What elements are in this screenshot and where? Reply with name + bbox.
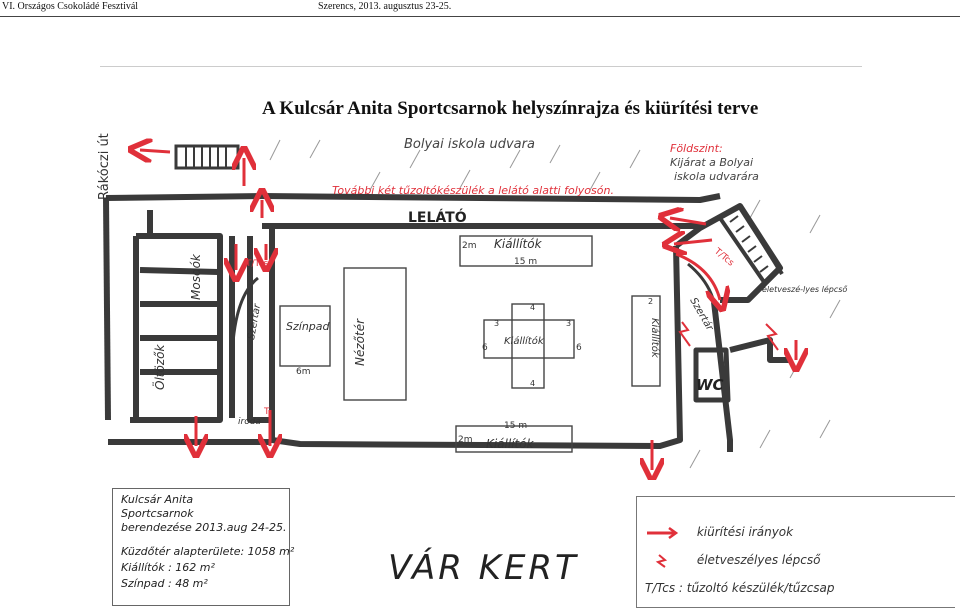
stairs-left [174, 144, 240, 170]
ground-floor-label: Földszint: [670, 142, 723, 155]
dim-bottom-15m: 15 m [504, 421, 527, 431]
num-6b: 6 [576, 343, 582, 353]
header-date: Szerencs, 2013. augusztus 23-25. [318, 1, 452, 12]
legend-text-2: életveszélyes lépcső [696, 553, 821, 567]
legend-row-3: T/Tcs : tűzoltó készülék/tűzcsap [645, 581, 835, 595]
legend-text-1: kiürítési irányok [696, 525, 794, 539]
exhibitor-box-center-v [511, 303, 545, 389]
floor-plan: Rákóczi út Bolyai iskola udvara Földszin… [97, 133, 847, 480]
kiallitok-top-label: Kiállítók [494, 237, 543, 251]
exhibitor-box-right [631, 295, 661, 387]
evacuation-arrows [140, 150, 796, 470]
extinguisher-note: További két tűzoltókészülék a lelátó ala… [332, 184, 614, 197]
legend-row-1: kiürítési irányok [645, 525, 793, 539]
stairs-right [718, 204, 784, 284]
dim-bottom-2m: 2m [458, 435, 473, 445]
page-header: VI. Országos Csokoládé Fesztivál Szerenc… [0, 0, 960, 17]
mosdok-label: Mosdók [189, 253, 203, 300]
dim-top-2m: 2m [462, 241, 477, 251]
kiallitok-right-label: Kiállítók [649, 318, 661, 359]
info-line-2: Sportcsarnok [121, 507, 194, 520]
bolyai-courtyard-label: Bolyai iskola udvara [404, 137, 535, 152]
page-title: A Kulcsár Anita Sportcsarnok helyszínraj… [262, 98, 759, 119]
stage-label: Színpad [286, 320, 331, 333]
iroda-label: iroda [238, 417, 261, 427]
iroda-t-label: T [263, 407, 270, 417]
rakoczi-label: Rákóczi út [97, 133, 112, 200]
audience-label: Nézőtér [353, 318, 367, 366]
info-box: Kulcsár Anita Sportcsarnok berendezése 2… [112, 488, 294, 606]
exit-label-2: iskola udvarára [674, 170, 759, 183]
num-4b: 4 [530, 379, 535, 388]
wc-label: WC [696, 376, 724, 394]
exhibitor-box-bottom [455, 425, 573, 453]
info-line-1: Kulcsár Anita [121, 493, 194, 506]
audience-box [343, 267, 407, 401]
stage-box [279, 305, 331, 367]
oltozok-label: Öltözők [151, 344, 167, 390]
legend-box: kiürítési irányok életveszélyes lépcső T… [636, 496, 955, 608]
danger-mark-far-right [765, 323, 779, 351]
legend-text-3: T/Tcs : tűzoltó készülék/tűzcsap [645, 581, 835, 595]
varkert-label: VÁR KERT [388, 548, 579, 588]
stage-dim: 6m [296, 367, 311, 377]
legend-row-2: életveszélyes lépcső [645, 553, 820, 568]
dangerous-stairs-label: életveszé-lyes lépcső [762, 284, 847, 294]
info-line-3: berendezése 2013.aug 24-25. [121, 521, 287, 534]
lightning-icon [655, 553, 668, 568]
szertar-right-label: Szertár [687, 296, 716, 334]
num-3b: 3 [566, 319, 571, 328]
info-line-5: Kiállítók : 162 m² [121, 561, 215, 574]
lelato-label: LELÁTÓ [408, 208, 467, 226]
info-line-6: Színpad : 48 m² [121, 577, 208, 590]
dim-top-15m: 15 m [514, 257, 537, 267]
red-arrow-icon [647, 526, 679, 539]
danger-mark-right [678, 321, 691, 347]
num-3a: 3 [494, 319, 499, 328]
num-2-right: 2 [648, 297, 653, 306]
stage-curve-left [230, 276, 259, 381]
num-4a: 4 [530, 303, 535, 312]
walls [103, 193, 790, 452]
header-festival: VI. Országos Csokoládé Fesztivál [2, 1, 139, 12]
extinguisher-left: T/Tcs [245, 259, 268, 269]
scan-edge [100, 66, 862, 67]
info-line-4: Küzdőtér alapterülete: 1058 m² [121, 545, 295, 558]
exit-label: Kijárat a Bolyai [670, 156, 753, 169]
exhibitor-box-center [483, 319, 575, 359]
kiallitok-center-label: Kiállítók [504, 335, 545, 347]
extinguisher-right: T/Tcs [711, 246, 735, 269]
kiallitok-bottom-label: Kiállítók [486, 437, 535, 451]
exhibitor-box-top [459, 235, 593, 267]
num-6a: 6 [482, 343, 488, 353]
